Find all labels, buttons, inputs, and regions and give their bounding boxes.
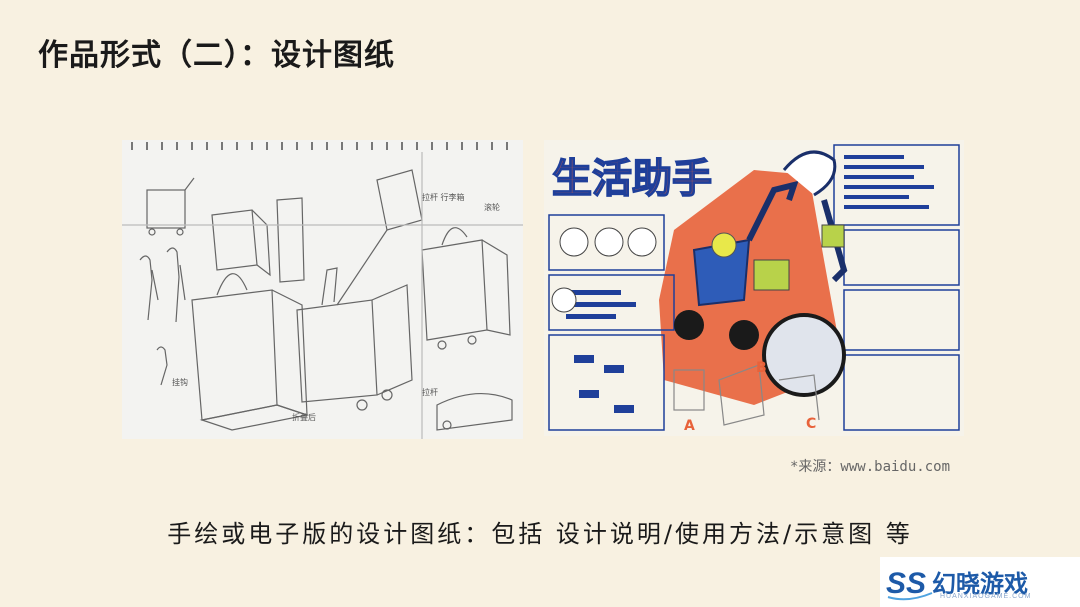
sketch-annotation: 拉杆 xyxy=(422,387,438,397)
svg-text:SS: SS xyxy=(886,567,926,600)
poster-label: A xyxy=(684,418,695,434)
page-title: 作品形式（二）：设计图纸 xyxy=(38,38,395,73)
logo-subtitle: HUANXIAOGAME.COM xyxy=(940,593,1032,600)
watermark-logo: SS 幻晓游戏 HUANXIAOGAME.COM xyxy=(880,557,1080,607)
poster-label: C xyxy=(806,416,816,432)
source-note: *来源：www.baidu.com xyxy=(790,459,951,475)
sketch-annotation: 滚轮 xyxy=(484,202,500,212)
logo-name: 幻晓游戏 xyxy=(932,570,1028,598)
hand-sketch-image: 拉杆 行李箱 滚轮 挂钩 折叠后 拉杆 xyxy=(122,140,523,439)
sketch-annotation: 挂钩 xyxy=(172,377,188,387)
sketch-annotation: 拉杆 行李箱 xyxy=(422,192,465,202)
design-poster-image: 生活助手 xyxy=(544,140,964,436)
poster-label: B xyxy=(756,360,767,376)
poster-heading: 生活助手 xyxy=(552,156,712,202)
ss-logo-icon: SS xyxy=(886,567,933,601)
caption-text: 手绘或电子版的设计图纸：包括 设计说明/使用方法/示意图 等 xyxy=(167,520,913,548)
sketch-annotation: 折叠后 xyxy=(292,412,316,422)
